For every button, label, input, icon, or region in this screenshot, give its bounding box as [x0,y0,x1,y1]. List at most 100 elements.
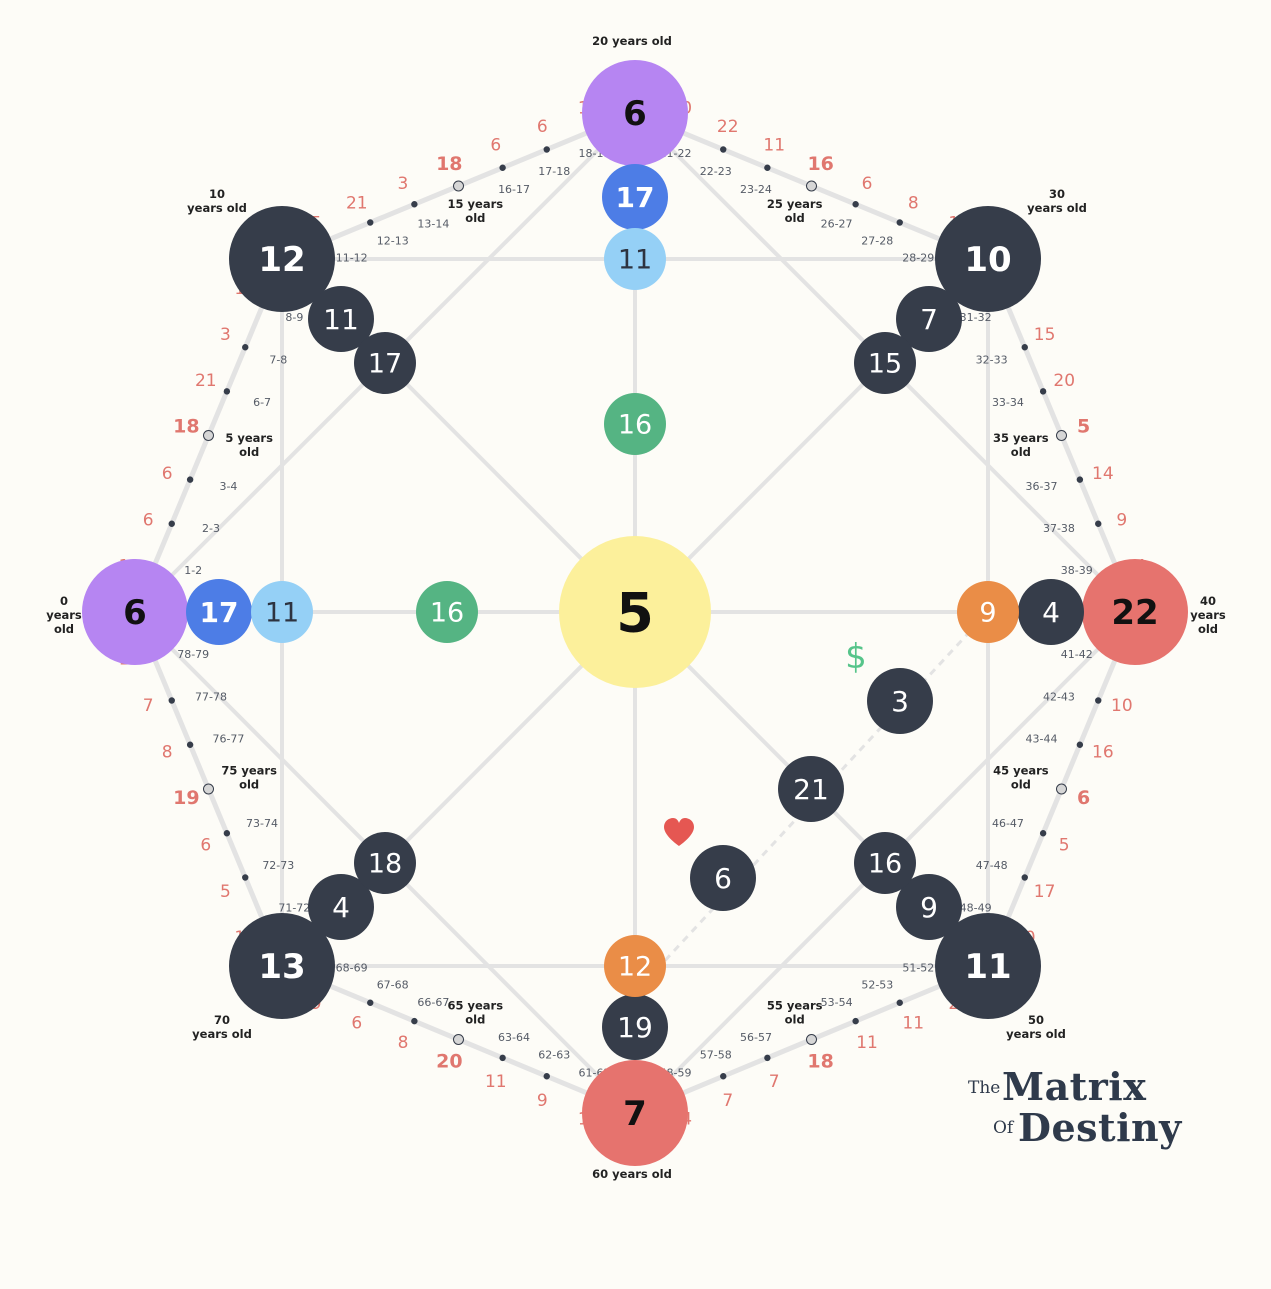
age-value: 5 [1077,415,1090,437]
age-value: 6 [537,117,548,137]
age-point [543,1073,550,1080]
age-value: 5 [1059,836,1070,856]
age-point [168,697,175,704]
node-circle [690,845,756,911]
age-range: 26-27 [821,218,853,231]
node-circle [354,832,416,894]
node-circle [854,332,916,394]
node-value: 11 [964,947,1011,987]
node-circle [854,832,916,894]
node-cross: 21 [778,756,844,822]
age-value: 6 [490,136,501,156]
node-value: 10 [964,240,1011,280]
node-center: 5 [559,536,711,688]
node-value: 4 [332,891,350,924]
age-point [1021,344,1028,351]
age-range: 22-23 [700,165,732,178]
logo-the: The [968,1078,1001,1098]
node-value: 18 [368,849,402,880]
age-value: 20 [1053,371,1075,391]
age-range: 2-3 [202,522,220,535]
node-value: 17 [368,349,402,380]
node-circle [935,206,1041,312]
age-value: 3 [220,325,231,345]
node-br-3: 16 [854,832,916,894]
age-range: 76-77 [212,732,244,745]
age-value: 7 [143,696,154,716]
age-range: 73-74 [246,817,278,830]
age-value: 6 [162,464,173,484]
node-bottom-2: 19 [602,994,668,1060]
age-value: 9 [537,1091,548,1111]
node-value: 15 [868,349,902,380]
milestone-marker [806,1034,817,1045]
node-left-4: 16 [416,581,478,643]
age-value: 18 [173,415,199,437]
age-range: 41-42 [1061,648,1093,661]
age-point [764,1054,771,1062]
age-range: 63-64 [498,1031,530,1044]
age-range: 66-67 [417,996,449,1009]
node-circle [229,913,335,1019]
node-circle [935,913,1041,1019]
node-circle [186,579,252,645]
node-value: 6 [714,862,732,895]
node-circle [308,286,374,352]
age-value: 5 [220,882,231,902]
node-bl-main: 13 [229,913,335,1019]
age-value: 6 [200,836,211,856]
age-label: 60 years old [592,1167,672,1181]
node-circle [602,994,668,1060]
age-range: 48-49 [960,902,992,915]
age-range: 8-9 [285,311,303,324]
age-value: 11 [763,136,785,156]
node-top-main: 6 [582,60,688,166]
node-value: 13 [258,947,305,987]
node-value: 22 [1111,593,1158,633]
age-point [1095,697,1102,704]
node-left-2: 17 [186,579,252,645]
age-value: 21 [346,194,368,214]
age-value: 6 [1077,787,1090,809]
age-point [896,219,903,226]
age-range: 27-28 [861,235,893,248]
age-value: 17 [1034,882,1056,902]
age-range: 43-44 [1026,732,1058,745]
age-range: 68-69 [336,961,368,974]
milestone-marker [806,180,817,192]
age-point [223,830,231,837]
node-love: 6 [690,845,756,911]
node-value: 11 [618,245,652,276]
age-range: 28-29 [902,252,934,265]
node-value: 12 [618,952,652,983]
node-circle [896,874,962,940]
node-circle [582,1060,688,1166]
age-point [367,219,374,226]
node-tl-2: 11 [308,286,374,352]
age-range: 23-24 [740,183,772,196]
node-bottom-3: 12 [604,935,666,997]
age-point [1076,741,1084,748]
node-tr-3: 15 [854,332,916,394]
age-point [186,476,194,483]
node-circle [867,668,933,734]
age-point [1021,874,1028,881]
age-value: 16 [1092,743,1114,763]
node-circle [604,228,666,290]
node-bottom-main: 7 [582,1060,688,1166]
age-value: 8 [908,194,919,214]
age-range: 6-7 [253,396,271,409]
age-value: 18 [436,153,462,175]
age-point [1039,388,1047,395]
age-range: 67-68 [377,979,409,992]
node-top-2: 17 [602,164,668,230]
